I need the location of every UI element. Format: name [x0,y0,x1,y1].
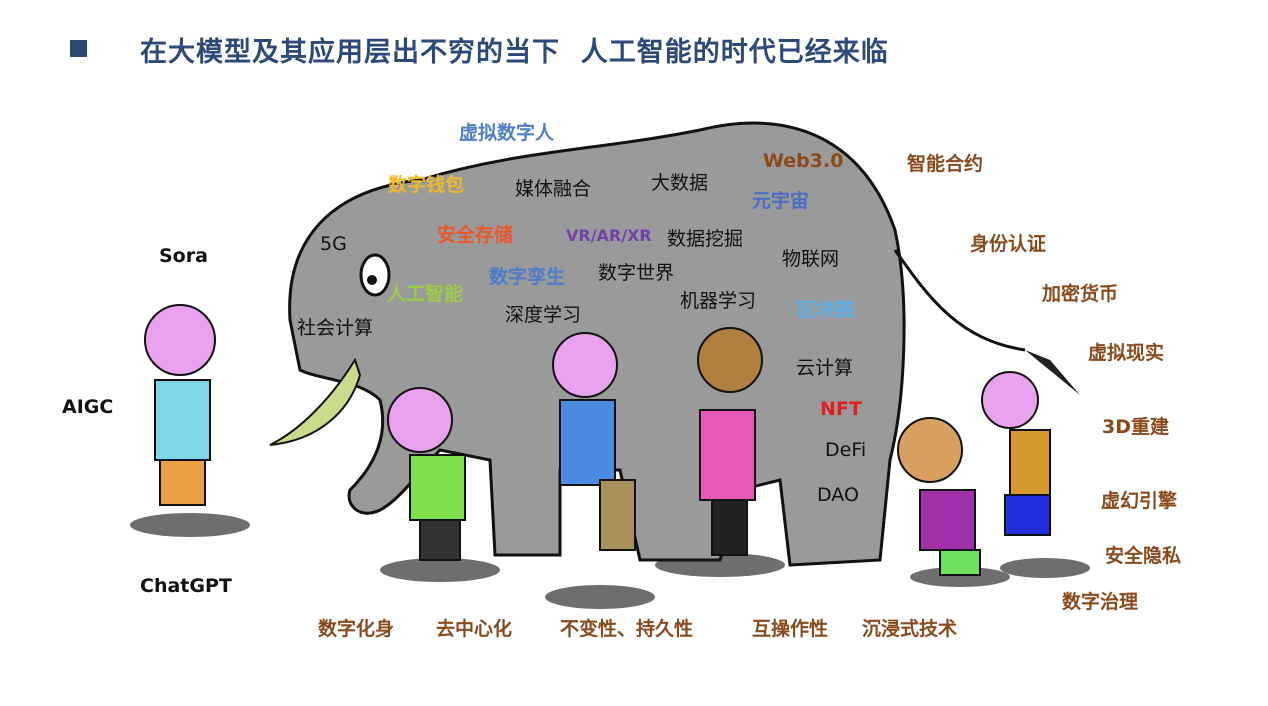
label-dl: 深度学习 [505,304,582,326]
label-privacy: 安全隐私 [1105,545,1182,567]
label-defi: DeFi [825,439,867,461]
label-ml: 机器学习 [680,290,757,312]
label-dao: DAO [817,484,859,506]
label-virtual-human: 虚拟数字人 [459,122,555,144]
label-unreal: 虚幻引擎 [1101,490,1178,512]
label-nft: NFT [820,398,862,420]
label-immutable: 不变性、持久性 [560,618,694,640]
elephant-eye [359,253,391,297]
label-governance: 数字治理 [1062,591,1139,613]
label-cloud: 云计算 [796,357,854,379]
label-vr: VR/AR/XR [566,226,652,245]
label-interop: 互操作性 [752,618,829,640]
label-decentral: 去中心化 [436,618,513,640]
label-sora: Sora [159,245,208,267]
label-5g: 5G [320,233,347,255]
label-twin: 数字孪生 [489,266,566,288]
page-title: 在大模型及其应用层出不穷的当下 人工智能的时代已经来临 [140,37,889,68]
label-wallet: 数字钱包 [388,174,465,196]
label-aigc: AIGC [62,396,114,418]
label-storage: 安全存储 [437,224,514,246]
label-bigdata: 大数据 [651,172,709,194]
label-metaverse: 元宇宙 [752,190,810,212]
label-ai: 人工智能 [387,283,464,305]
label-immersive: 沉浸式技术 [862,618,958,640]
label-mining: 数据挖掘 [667,228,744,250]
label-avatar: 数字化身 [318,618,395,640]
label-vreality: 虚拟现实 [1088,342,1165,364]
label-smart-contract: 智能合约 [907,153,984,175]
label-chatgpt: ChatGPT [140,575,232,597]
label-crypto: 加密货币 [1042,283,1119,305]
label-world: 数字世界 [598,262,675,284]
elephant-tusk [269,357,362,446]
label-iot: 物联网 [782,248,840,270]
label-web3: Web3.0 [763,150,844,172]
title-bullet [70,40,87,57]
label-recon: 3D重建 [1102,416,1169,438]
label-social: 社会计算 [297,317,374,339]
label-blockchain: 区块链 [797,299,855,321]
label-media: 媒体融合 [515,178,592,200]
label-identity: 身份认证 [970,233,1047,255]
